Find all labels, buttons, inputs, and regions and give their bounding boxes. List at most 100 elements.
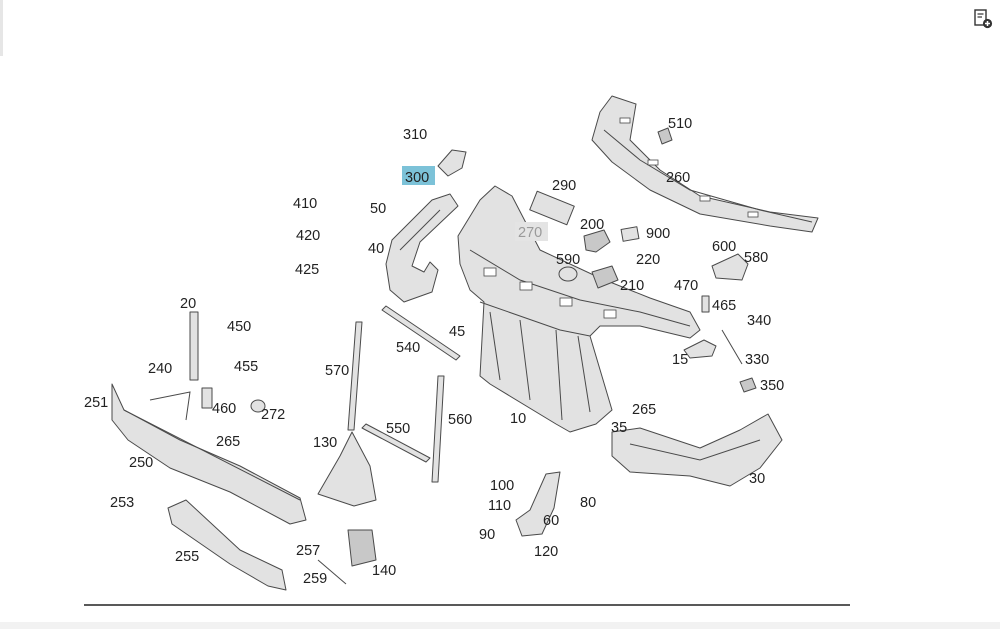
callout-35[interactable]: 35 bbox=[611, 420, 627, 436]
callout-465[interactable]: 465 bbox=[712, 298, 736, 314]
part-510-clip bbox=[657, 127, 673, 145]
callout-310[interactable]: 310 bbox=[403, 127, 427, 143]
callout-350[interactable]: 350 bbox=[760, 378, 784, 394]
callout-257[interactable]: 257 bbox=[296, 543, 320, 559]
callout-290[interactable]: 290 bbox=[552, 178, 576, 194]
callout-90[interactable]: 90 bbox=[479, 527, 495, 543]
callout-60[interactable]: 60 bbox=[543, 513, 559, 529]
part-290-grille bbox=[529, 190, 575, 226]
callout-570[interactable]: 570 bbox=[325, 363, 349, 379]
svg-text:550: 550 bbox=[386, 421, 410, 437]
svg-text:100: 100 bbox=[490, 478, 514, 494]
part-900-pad bbox=[620, 226, 640, 242]
callout-45[interactable]: 45 bbox=[449, 324, 465, 340]
part-580-bracket bbox=[711, 253, 749, 281]
callout-130[interactable]: 130 bbox=[313, 435, 337, 451]
svg-text:30: 30 bbox=[749, 471, 765, 487]
add-to-cart-icon[interactable] bbox=[972, 8, 994, 30]
callout-550[interactable]: 550 bbox=[386, 421, 410, 437]
callout-450[interactable]: 450 bbox=[227, 319, 251, 335]
callout-20[interactable]: 20 bbox=[180, 296, 196, 312]
callout-270[interactable]: 270 bbox=[515, 222, 548, 241]
svg-text:210: 210 bbox=[620, 278, 644, 294]
svg-text:140: 140 bbox=[372, 563, 396, 579]
svg-text:259: 259 bbox=[303, 571, 327, 587]
svg-text:220: 220 bbox=[636, 252, 660, 268]
callout-200[interactable]: 200 bbox=[580, 217, 604, 233]
callout-420[interactable]: 420 bbox=[296, 228, 320, 244]
callout-425[interactable]: 425 bbox=[295, 262, 319, 278]
svg-text:45: 45 bbox=[449, 324, 465, 340]
svg-text:253: 253 bbox=[110, 495, 134, 511]
callout-10[interactable]: 10 bbox=[510, 411, 526, 427]
callout-80[interactable]: 80 bbox=[580, 495, 596, 511]
callout-540[interactable]: 540 bbox=[396, 340, 420, 356]
left-panel-edge bbox=[0, 0, 3, 56]
part-300-bracket bbox=[437, 149, 467, 177]
callout-40[interactable]: 40 bbox=[368, 241, 384, 257]
svg-text:90: 90 bbox=[479, 527, 495, 543]
svg-text:15: 15 bbox=[672, 352, 688, 368]
svg-text:60: 60 bbox=[543, 513, 559, 529]
svg-text:350: 350 bbox=[760, 378, 784, 394]
callout-250[interactable]: 250 bbox=[129, 455, 153, 471]
callout-253[interactable]: 253 bbox=[110, 495, 134, 511]
callout-265-right[interactable]: 265 bbox=[632, 402, 656, 418]
callout-255[interactable]: 255 bbox=[175, 549, 199, 565]
part-550-seal bbox=[361, 423, 431, 463]
callout-470[interactable]: 470 bbox=[674, 278, 698, 294]
svg-text:460: 460 bbox=[212, 401, 236, 417]
callout-30[interactable]: 30 bbox=[749, 471, 765, 487]
callout-110[interactable]: 110 bbox=[488, 498, 511, 514]
callout-600[interactable]: 600 bbox=[712, 239, 736, 255]
callout-15[interactable]: 15 bbox=[672, 352, 688, 368]
svg-text:10: 10 bbox=[510, 411, 526, 427]
callout-100[interactable]: 100 bbox=[490, 478, 514, 494]
part-20-strut bbox=[189, 311, 199, 381]
svg-text:465: 465 bbox=[712, 298, 736, 314]
svg-text:410: 410 bbox=[293, 196, 317, 212]
svg-text:200: 200 bbox=[580, 217, 604, 233]
callout-50[interactable]: 50 bbox=[370, 201, 386, 217]
callout-265-left[interactable]: 265 bbox=[216, 434, 240, 450]
svg-text:470: 470 bbox=[674, 278, 698, 294]
callout-900[interactable]: 900 bbox=[646, 226, 670, 242]
svg-text:330: 330 bbox=[745, 352, 769, 368]
callout-510[interactable]: 510 bbox=[668, 116, 692, 132]
svg-text:50: 50 bbox=[370, 201, 386, 217]
svg-text:120: 120 bbox=[534, 544, 558, 560]
svg-text:80: 80 bbox=[580, 495, 596, 511]
callout-251[interactable]: 251 bbox=[84, 395, 108, 411]
callout-240[interactable]: 240 bbox=[148, 361, 172, 377]
callout-340[interactable]: 340 bbox=[747, 313, 771, 329]
callout-410[interactable]: 410 bbox=[293, 196, 317, 212]
callout-259[interactable]: 259 bbox=[303, 571, 327, 587]
callout-220[interactable]: 220 bbox=[636, 252, 660, 268]
callout-300[interactable]: 300 bbox=[402, 166, 435, 186]
svg-text:35: 35 bbox=[611, 420, 627, 436]
callout-560[interactable]: 560 bbox=[448, 412, 472, 428]
callout-210[interactable]: 210 bbox=[620, 278, 644, 294]
part-10-front-end-carrier bbox=[457, 185, 701, 433]
svg-text:20: 20 bbox=[180, 296, 196, 312]
part-272-nut bbox=[250, 399, 266, 413]
part-590-cap bbox=[558, 266, 578, 282]
callout-455[interactable]: 455 bbox=[234, 359, 258, 375]
callout-260[interactable]: 260 bbox=[666, 170, 690, 186]
part-250-bumper-beam bbox=[111, 383, 307, 525]
callout-580[interactable]: 580 bbox=[744, 250, 768, 266]
callout-272[interactable]: 272 bbox=[261, 407, 285, 423]
svg-text:255: 255 bbox=[175, 549, 199, 565]
callout-460[interactable]: 460 bbox=[212, 401, 236, 417]
callout-120[interactable]: 120 bbox=[534, 544, 558, 560]
callout-330[interactable]: 330 bbox=[745, 352, 769, 368]
part-460-sleeve bbox=[201, 387, 213, 409]
part-140-bracket bbox=[347, 529, 377, 567]
svg-text:455: 455 bbox=[234, 359, 258, 375]
callout-140[interactable]: 140 bbox=[372, 563, 396, 579]
callout-590[interactable]: 590 bbox=[556, 252, 580, 268]
svg-text:300: 300 bbox=[405, 170, 429, 186]
svg-text:450: 450 bbox=[227, 319, 251, 335]
part-257-rod bbox=[317, 559, 347, 585]
